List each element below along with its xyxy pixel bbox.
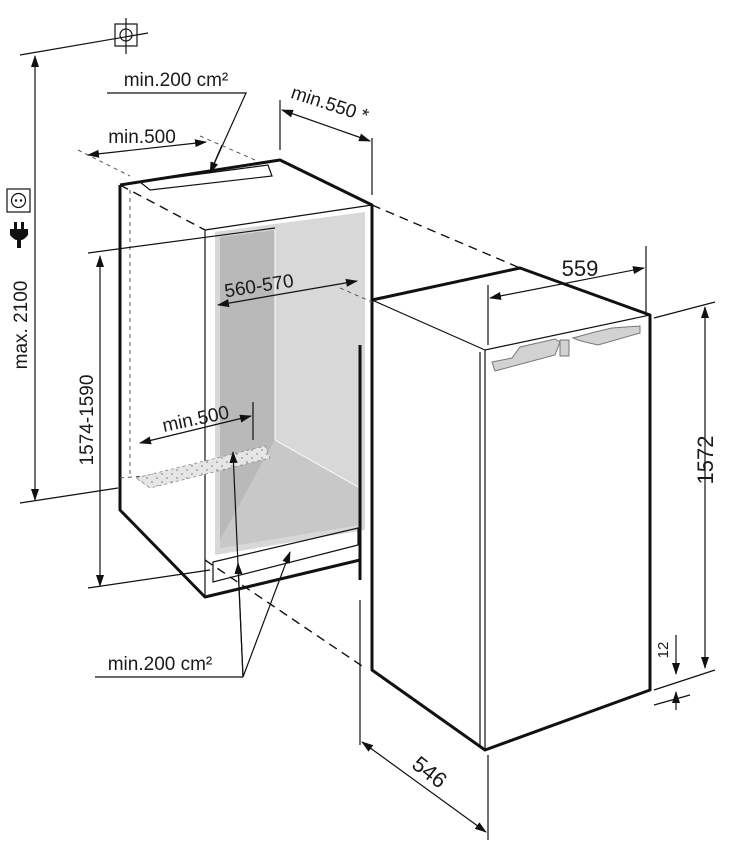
appliance-depth-label: 546 xyxy=(407,751,451,793)
appliance xyxy=(358,266,652,752)
crosshair-icon xyxy=(19,18,149,56)
top-vent-area-label: min.200 cm² xyxy=(124,70,229,91)
bottom-vent-area-label: min.200 cm² xyxy=(108,654,213,675)
plinth-offset-label: 12 xyxy=(655,642,672,659)
depth-min-dimension: min.550 * xyxy=(279,82,373,195)
power-plug-icon xyxy=(10,222,28,248)
top-vent-width-label: min.500 xyxy=(108,127,176,148)
bottom-vent-area-callout: min.200 cm² xyxy=(95,451,291,678)
top-vent-width-dimension: min.500 xyxy=(77,127,256,177)
top-vent-area-callout: min.200 cm² xyxy=(107,70,247,174)
power-socket-icon xyxy=(6,188,31,213)
max-height-label: max. 2100 xyxy=(11,281,32,370)
appliance-height-label: 1572 xyxy=(693,436,718,485)
appliance-height-dimension: 1572 xyxy=(653,301,718,706)
niche-height-dimension: 1574-1590 xyxy=(77,227,276,589)
appliance-width-dimension: 559 xyxy=(487,246,647,345)
depth-min-label: min.550 * xyxy=(288,82,371,127)
appliance-width-label: 559 xyxy=(562,256,599,281)
plinth-offset-dimension: 12 xyxy=(655,635,680,710)
niche-height-label: 1574-1590 xyxy=(77,375,98,466)
max-height-dimension: max. 2100 xyxy=(11,55,119,504)
appliance-depth-dimension: 546 xyxy=(361,741,489,840)
